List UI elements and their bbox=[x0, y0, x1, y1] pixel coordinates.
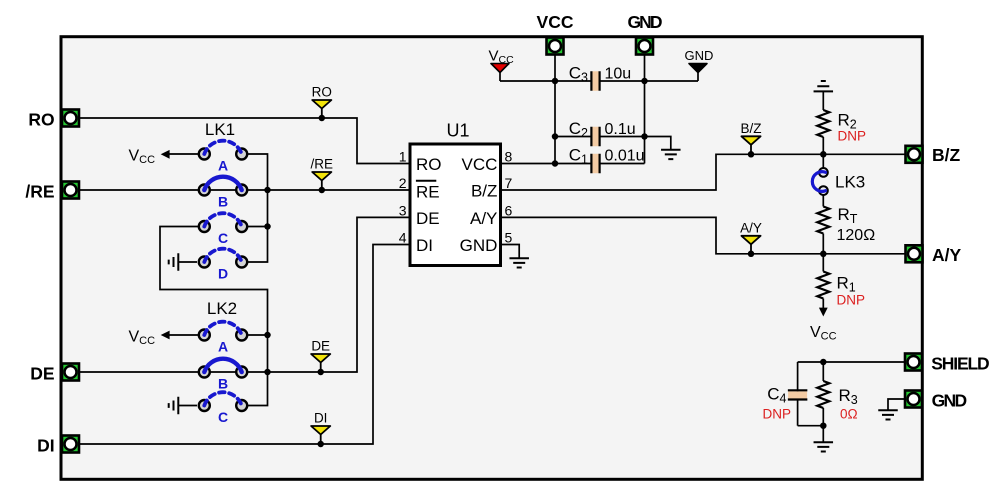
svg-text:A/Y: A/Y bbox=[740, 220, 762, 235]
svg-text:GND: GND bbox=[460, 236, 498, 255]
svg-text:C: C bbox=[218, 409, 228, 425]
svg-text:DE: DE bbox=[416, 209, 440, 228]
svg-text:D: D bbox=[218, 266, 228, 282]
svg-text:SHIELD: SHIELD bbox=[931, 354, 990, 374]
svg-text:4: 4 bbox=[399, 230, 407, 246]
svg-text:B/Z: B/Z bbox=[932, 145, 961, 165]
svg-text:VCC: VCC bbox=[537, 12, 574, 32]
svg-text:LK1: LK1 bbox=[205, 120, 235, 139]
svg-text:10u: 10u bbox=[605, 65, 632, 82]
svg-text:U1: U1 bbox=[446, 121, 469, 141]
svg-text:A: A bbox=[218, 339, 228, 355]
svg-text:DI: DI bbox=[416, 236, 433, 255]
svg-text:LK2: LK2 bbox=[207, 299, 237, 318]
svg-text:B/Z: B/Z bbox=[471, 181, 497, 200]
svg-text:GND: GND bbox=[932, 390, 968, 410]
svg-text:DI: DI bbox=[314, 411, 328, 426]
svg-text:B/Z: B/Z bbox=[740, 121, 761, 136]
svg-text:RO: RO bbox=[312, 85, 332, 100]
svg-text:DNP: DNP bbox=[837, 293, 866, 308]
svg-text:/RE: /RE bbox=[311, 157, 334, 172]
svg-text:3: 3 bbox=[399, 202, 407, 218]
svg-text:8: 8 bbox=[505, 149, 513, 165]
svg-text:1: 1 bbox=[399, 149, 407, 165]
svg-text:0.01u: 0.01u bbox=[605, 148, 645, 165]
svg-text:RO: RO bbox=[28, 110, 54, 130]
svg-text:GND: GND bbox=[628, 12, 663, 32]
svg-text:0.1u: 0.1u bbox=[605, 121, 636, 138]
svg-text:0Ω: 0Ω bbox=[840, 407, 858, 422]
svg-text:C: C bbox=[218, 230, 228, 246]
svg-text:/RE: /RE bbox=[25, 182, 54, 202]
svg-text:VCC: VCC bbox=[461, 155, 497, 174]
svg-text:A/Y: A/Y bbox=[470, 209, 497, 228]
svg-text:A/Y: A/Y bbox=[932, 245, 962, 265]
svg-text:RE: RE bbox=[416, 183, 440, 202]
svg-text:DNP: DNP bbox=[763, 407, 792, 422]
svg-text:RO: RO bbox=[416, 155, 442, 174]
svg-text:GND: GND bbox=[685, 48, 714, 63]
svg-text:120Ω: 120Ω bbox=[837, 227, 876, 244]
svg-text:7: 7 bbox=[505, 175, 513, 191]
svg-text:DNP: DNP bbox=[838, 129, 867, 144]
svg-text:B: B bbox=[218, 376, 228, 392]
svg-text:DI: DI bbox=[37, 436, 55, 456]
svg-text:DE: DE bbox=[30, 364, 54, 384]
svg-text:6: 6 bbox=[505, 202, 513, 218]
svg-text:5: 5 bbox=[505, 230, 513, 246]
svg-text:LK3: LK3 bbox=[835, 173, 865, 192]
svg-text:A: A bbox=[218, 158, 228, 174]
svg-text:2: 2 bbox=[399, 175, 407, 191]
svg-text:B: B bbox=[218, 194, 228, 210]
svg-text:DE: DE bbox=[311, 339, 330, 354]
